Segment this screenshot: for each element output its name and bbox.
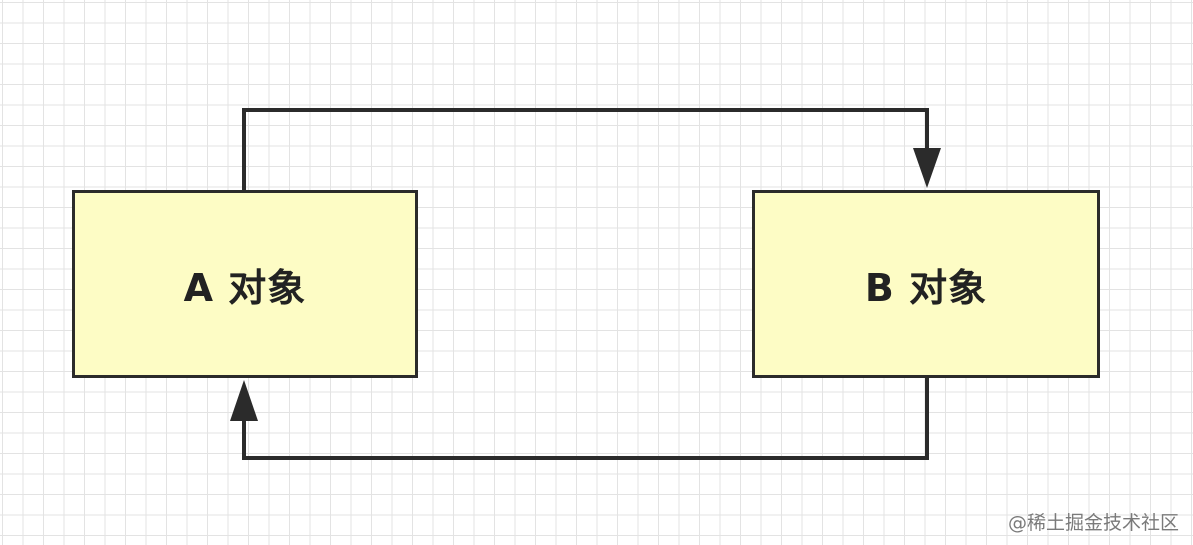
arrowhead-to-b <box>913 148 941 188</box>
node-b-object: B 对象 <box>752 190 1100 378</box>
node-a-object: A 对象 <box>72 190 418 378</box>
node-b-label: B 对象 <box>864 265 988 310</box>
arrowhead-to-a <box>230 380 258 421</box>
edge-a-to-b <box>242 108 929 190</box>
watermark: @稀土掘金技术社区 <box>1007 512 1179 534</box>
edge-b-to-a <box>242 378 929 460</box>
node-a-label: A 对象 <box>183 265 307 310</box>
